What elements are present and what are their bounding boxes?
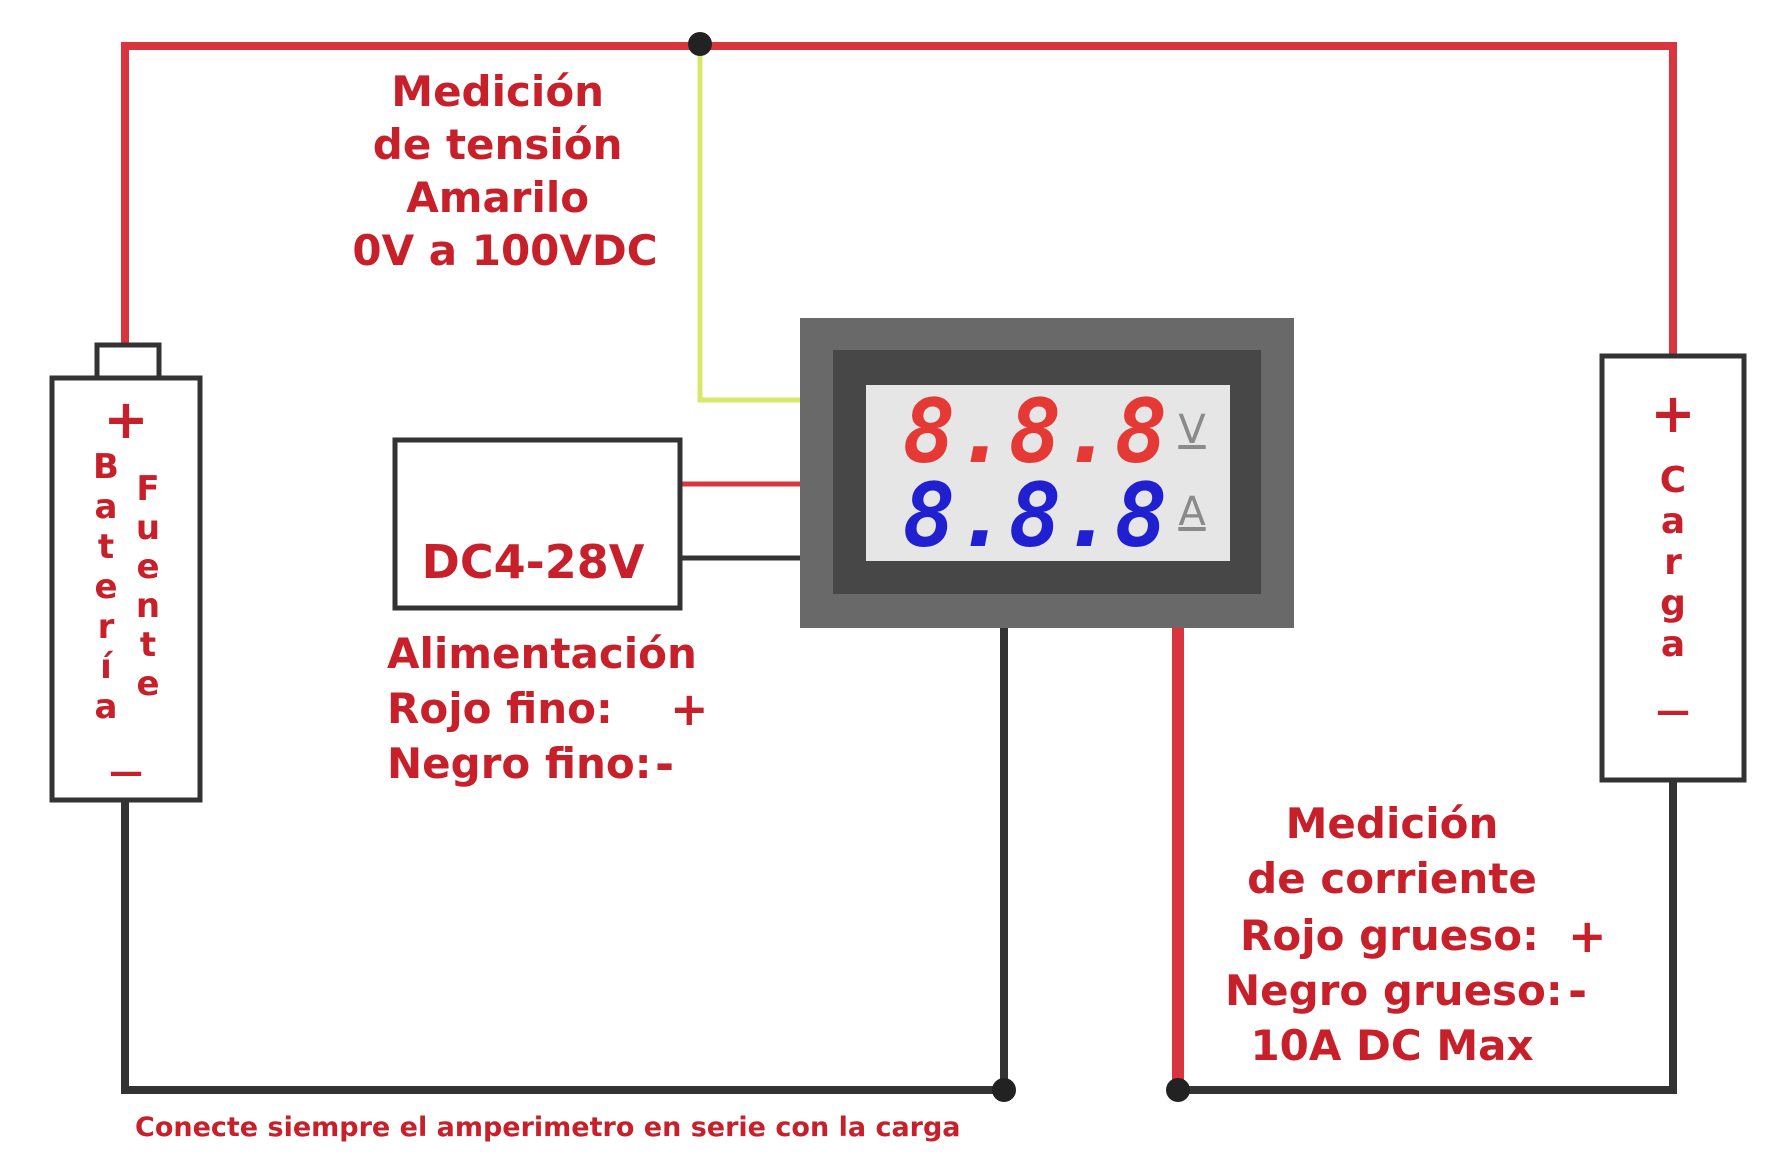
current-label-red-sign: + <box>1568 909 1607 963</box>
vertical-letter: a <box>95 687 118 727</box>
vertical-letter: e <box>136 547 159 587</box>
vertical-letter: r <box>1664 542 1682 583</box>
current-label-line-5: 10A DC Max <box>1250 1021 1533 1070</box>
voltage-sense-wire <box>697 44 800 403</box>
voltage-label-line-2: de tensión <box>373 120 623 169</box>
power-supply-box <box>392 437 683 611</box>
vertical-letter: a <box>1661 501 1685 542</box>
vertical-letter: B <box>93 447 119 487</box>
load-minus-sign: — <box>1656 691 1690 731</box>
power-label-black-sign: - <box>655 737 674 791</box>
voltage-label-line-4: 0V a 100VDC <box>352 226 657 275</box>
voltage-label: Medición de tensión Amarilo 0V a 100VDC <box>352 67 657 275</box>
power-label-black-text: Negro fino: <box>387 739 652 788</box>
vertical-letter: n <box>136 586 160 626</box>
vertical-letter: e <box>136 664 159 704</box>
power-supply: DC4-28V <box>392 437 683 611</box>
load-body <box>1599 353 1747 783</box>
battery-minus-sign: — <box>109 752 143 792</box>
current-label-black-text: Negro grueso: <box>1225 966 1563 1015</box>
vertical-letter: F <box>136 469 159 509</box>
power-supply-label: DC4-28V <box>422 535 645 589</box>
current-label: Medición de corriente Rojo grueso: + Neg… <box>1225 799 1607 1070</box>
wires <box>121 32 1677 1102</box>
vertical-letter: C <box>1660 460 1686 501</box>
footer-note: Conecte siempre el amperimetro en serie … <box>135 1112 961 1143</box>
vertical-letter: a <box>1661 624 1685 665</box>
negative-wire-bottom <box>121 628 1008 1094</box>
battery-terminal-cap <box>94 342 162 381</box>
battery-plus-sign: + <box>103 388 148 451</box>
voltage-label-line-3: Amarilo <box>406 173 589 222</box>
current-label-line-1: Medición <box>1286 799 1499 848</box>
current-unit: A <box>1178 489 1206 535</box>
current-label-black-sign: - <box>1568 964 1587 1018</box>
vertical-letter: u <box>136 508 160 548</box>
voltage-label-line-1: Medición <box>391 67 604 116</box>
vertical-letter: a <box>95 487 118 527</box>
meter-screen <box>866 385 1230 561</box>
load-negative-wire <box>1178 780 1677 1094</box>
current-label-line-2: de corriente <box>1247 854 1537 903</box>
volt-amp-meter: 8.8.8 V 8.8.8 A <box>800 318 1294 628</box>
junction-dot-bottom-right <box>1166 1078 1190 1102</box>
current-label-red-text: Rojo grueso: <box>1240 911 1539 960</box>
vertical-letter: í <box>100 647 114 687</box>
junction-dot-top <box>688 32 712 56</box>
vertical-letter: g <box>1660 583 1686 624</box>
battery-body <box>49 375 203 803</box>
junction-dot-bottom-left <box>992 1078 1016 1102</box>
voltage-unit: V <box>1178 407 1206 453</box>
current-reading: 8.8.8 <box>903 464 1168 567</box>
vertical-letter: r <box>98 607 115 647</box>
voltage-reading: 8.8.8 <box>903 380 1168 483</box>
load-plus-sign: + <box>1650 382 1695 445</box>
power-label-title: Alimentación <box>387 629 697 678</box>
vertical-letter: t <box>98 527 114 567</box>
power-label-red-sign: + <box>670 682 709 736</box>
positive-wire-top <box>121 42 1677 356</box>
power-label-red-text: Rojo fino: <box>387 684 613 733</box>
power-label: Alimentación Rojo fino: + Negro fino: - <box>387 629 709 791</box>
vertical-letter: e <box>94 567 117 607</box>
vertical-letter: t <box>140 625 156 665</box>
